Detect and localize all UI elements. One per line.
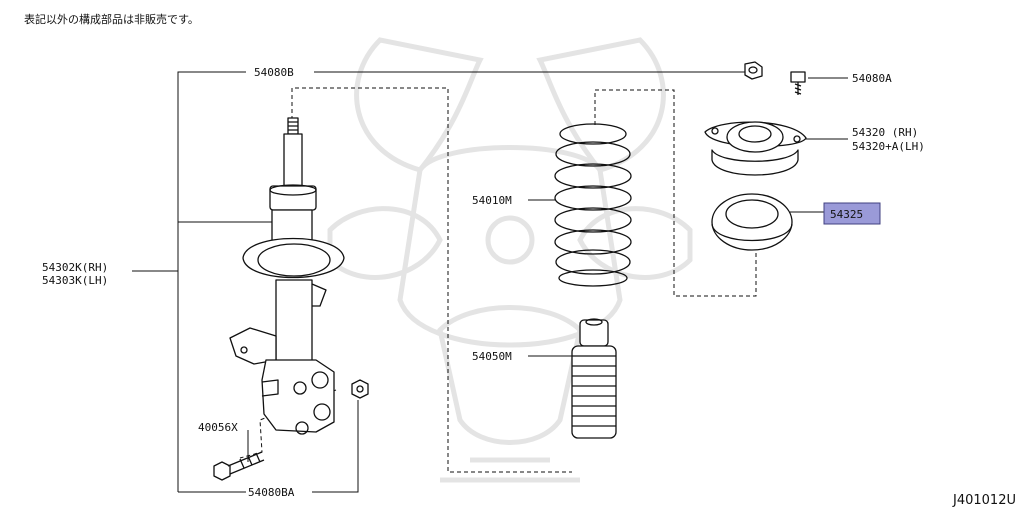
watermark-logo xyxy=(327,37,693,483)
label-54080a[interactable]: 54080A xyxy=(852,72,892,85)
label-54080ba[interactable]: 54080BA xyxy=(248,486,295,499)
label-54303k-lh[interactable]: 54303K(LH) xyxy=(42,274,108,287)
bolt-40056x-part[interactable] xyxy=(213,451,265,481)
strut-assembly-part[interactable] xyxy=(229,117,345,435)
label-54320-rh[interactable]: 54320 (RH) xyxy=(852,126,918,139)
nut-top-part[interactable] xyxy=(744,61,763,80)
label-54302k-rh[interactable]: 54302K(RH) xyxy=(42,261,108,274)
label-54325[interactable]: 54325 xyxy=(830,208,863,221)
bearing-part[interactable] xyxy=(711,193,793,251)
label-54080b[interactable]: 54080B xyxy=(254,66,294,79)
label-54050m[interactable]: 54050M xyxy=(472,350,512,363)
highlight-box-54325 xyxy=(823,202,881,225)
diagram-code: J401012U xyxy=(952,493,1016,508)
label-40056x[interactable]: 40056X xyxy=(198,421,238,434)
label-54320-lh[interactable]: 54320+A(LH) xyxy=(852,140,925,153)
coil-spring-part[interactable] xyxy=(554,123,632,287)
bolt-a-part[interactable] xyxy=(790,71,806,95)
label-54010m[interactable]: 54010M xyxy=(472,194,512,207)
bump-stop-part[interactable] xyxy=(571,318,617,439)
note-text: 表記以外の構成部品は非販売です。 xyxy=(24,12,199,26)
strut-mount-part[interactable] xyxy=(704,121,807,176)
nut-bottom-part[interactable] xyxy=(351,379,369,399)
